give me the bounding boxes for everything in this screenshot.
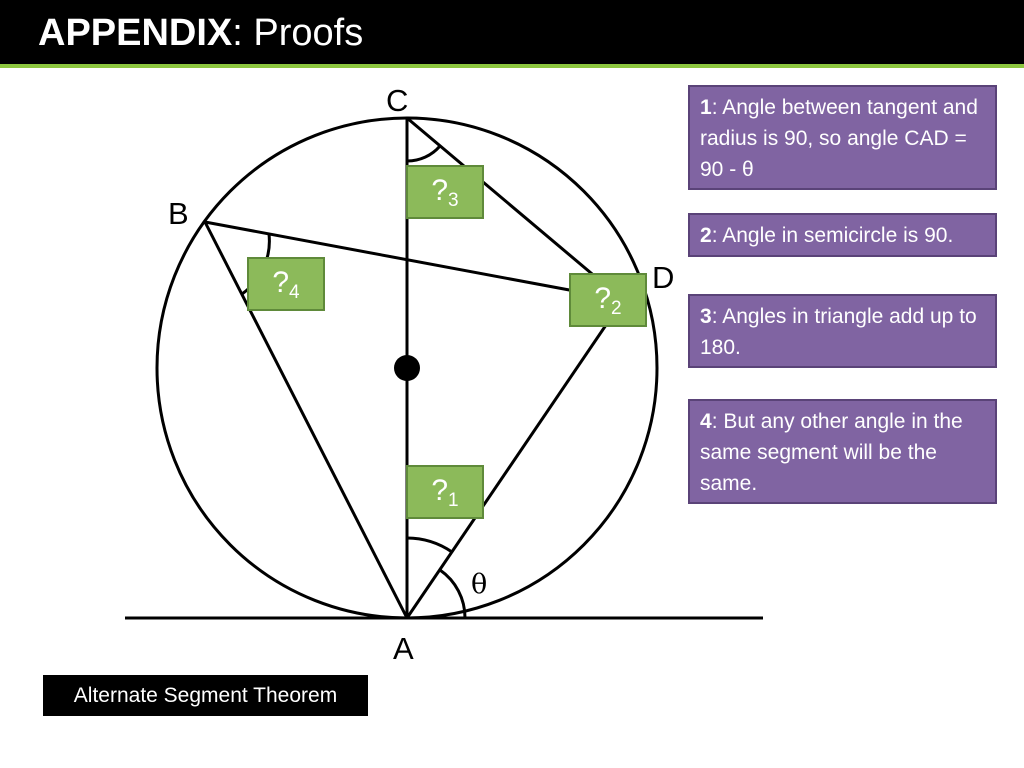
angle-arc-ACD (406, 144, 442, 163)
chord-CD (406, 116, 624, 302)
slide-title: APPENDIX: Proofs (38, 8, 363, 58)
angle-label-theta: θ (471, 569, 488, 600)
proof-note-1: 1: Angle between tangent and radius is 9… (688, 85, 997, 190)
centre-point (394, 355, 420, 381)
unknown-angle-2: ?2 (569, 273, 647, 327)
proof-note-3: 3: Angles in triangle add up to 180. (688, 294, 997, 368)
proof-note-2: 2: Angle in semicircle is 90. (688, 213, 997, 257)
point-label-A: A (393, 631, 414, 666)
chord-AD (405, 299, 625, 619)
point-label-C: C (386, 83, 409, 118)
unknown-angle-1: ?1 (406, 465, 484, 519)
unknown-angle-4: ?4 (247, 257, 325, 311)
chord-BD (204, 220, 624, 302)
proof-note-4: 4: But any other angle in the same segme… (688, 399, 997, 504)
point-label-D: D (652, 260, 675, 295)
angle-arc-theta (439, 568, 467, 619)
title-bold: APPENDIX (38, 12, 233, 54)
header-accent-line (0, 64, 1024, 68)
point-label-B: B (168, 196, 189, 231)
chord-AB (203, 221, 409, 619)
slide-header (0, 0, 1024, 66)
angle-arc-CAD (406, 536, 453, 554)
theorem-name-label: Alternate Segment Theorem (43, 675, 368, 716)
unknown-angle-3: ?3 (406, 165, 484, 219)
title-rest: : Proofs (232, 12, 364, 54)
